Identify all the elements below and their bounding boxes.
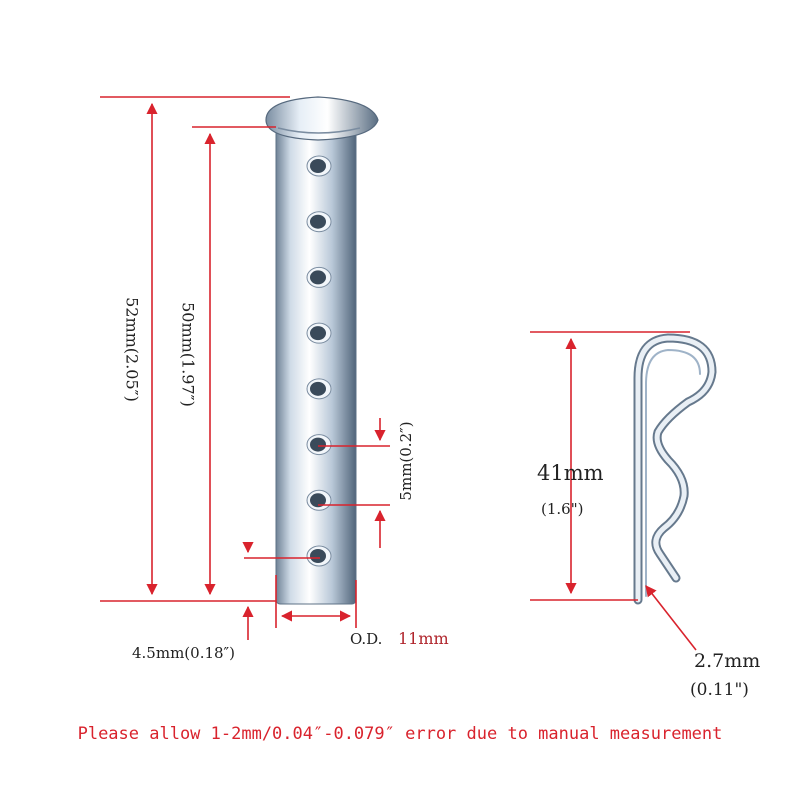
label-wire-diameter-inch: (0.11")	[690, 680, 749, 700]
label-od-value: 11mm	[398, 629, 449, 648]
pin-holes	[306, 155, 332, 567]
r-clip-wire	[635, 335, 715, 603]
r-clip-wire-inner	[645, 349, 701, 597]
dim-wire-leader	[645, 585, 697, 651]
label-clip-length-inch: (1.6")	[541, 500, 584, 518]
label-wire-diameter: 2.7mm	[694, 650, 761, 672]
pin-hole	[310, 381, 326, 396]
label-end-to-hole: 4.5mm(0.18″)	[132, 644, 236, 662]
dimension-lines	[100, 96, 697, 651]
label-hole-diameter: 5mm(0.2″)	[397, 421, 415, 501]
pin-head	[265, 96, 379, 141]
r-clip	[633, 333, 717, 605]
pin-hole	[310, 159, 326, 173]
pin-shank	[275, 119, 357, 605]
pin-hole	[310, 493, 326, 508]
label-od-prefix: O.D.	[350, 630, 383, 648]
pin-hole	[310, 437, 326, 452]
pin-hole	[310, 214, 326, 229]
pin-hole	[310, 549, 326, 563]
pin-hole	[310, 270, 326, 285]
label-clip-length: 41mm	[537, 461, 604, 485]
label-shank-length: 50mm(1.97″)	[178, 302, 198, 407]
pin-head-shadow	[277, 127, 361, 134]
clevis-pin	[265, 96, 379, 605]
measurement-note: Please allow 1-2mm/0.04″-0.079″ error du…	[77, 724, 723, 744]
label-total-length: 52mm(2.05″)	[122, 297, 142, 402]
pin-hole	[310, 326, 326, 341]
